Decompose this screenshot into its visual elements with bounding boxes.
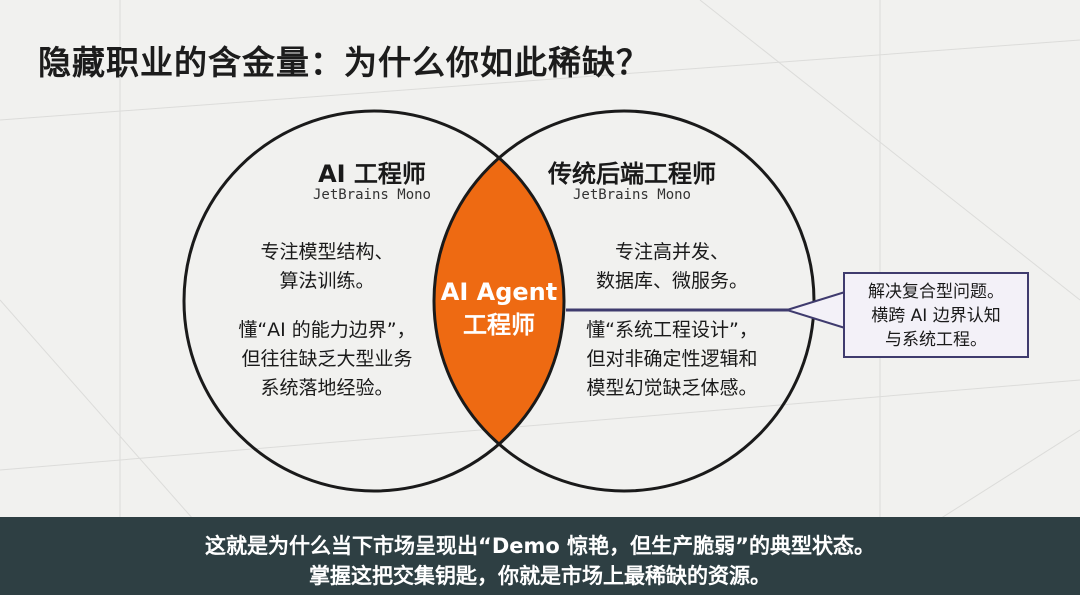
right-para1-line: 数据库、微服务。: [595, 270, 748, 292]
left-para2-line: 懂“AI 的能力边界”，: [238, 319, 416, 341]
callout-line: 解决复合型问题。: [868, 282, 1004, 302]
intersection-label-line2: 工程师: [463, 311, 535, 339]
left-para2-line: 系统落地经验。: [260, 377, 394, 399]
left-circle: [182, 109, 566, 493]
left-para2-line: 但往往缺乏大型业务: [241, 348, 413, 370]
left-circle-font-note: JetBrains Mono: [312, 187, 431, 203]
right-circle-para1: 专注高并发、 数据库、微服务。: [567, 238, 777, 296]
left-circle-para1: 专注模型结构、 算法训练。: [222, 238, 432, 296]
right-para2-line: 懂“系统工程设计”，: [586, 319, 758, 341]
left-para1-line: 算法训练。: [279, 270, 375, 292]
subtitle-bar: 这就是为什么当下市场呈现出“Demo 惊艳，但生产脆弱”的典型状态。 掌握这把交…: [0, 517, 1080, 595]
callout-pointer: [783, 290, 846, 330]
right-para2-line: 但对非确定性逻辑和: [586, 348, 758, 370]
right-para2-line: 模型幻觉缺乏体感。: [586, 377, 758, 399]
callout-line: 与系统工程。: [885, 330, 987, 350]
right-circle-para2: 懂“系统工程设计”， 但对非确定性逻辑和 模型幻觉缺乏体感。: [567, 316, 777, 403]
page-title: 隐藏职业的含金量：为什么你如此稀缺？: [38, 43, 650, 82]
right-para1-line: 专注高并发、: [614, 241, 729, 263]
right-circle-heading: 传统后端工程师: [548, 160, 716, 188]
subtitle-line-1: 这就是为什么当下市场呈现出“Demo 惊艳，但生产脆弱”的典型状态。: [205, 534, 875, 558]
callout-line: 横跨 AI 边界认知: [871, 306, 1001, 326]
subtitle-line-2: 掌握这把交集钥匙，你就是市场上最稀缺的资源。: [309, 564, 771, 588]
left-para1-line: 专注模型结构、: [260, 241, 394, 263]
left-circle-heading: AI 工程师: [318, 160, 426, 188]
intersection-label-line1: AI Agent: [440, 278, 558, 306]
right-circle-font-note: JetBrains Mono: [572, 187, 691, 203]
callout-box: 解决复合型问题。 横跨 AI 边界认知 与系统工程。: [843, 272, 1029, 358]
intersection-label: AI Agent 工程师: [432, 276, 566, 342]
left-circle-para2: 懂“AI 的能力边界”， 但往往缺乏大型业务 系统落地经验。: [222, 316, 432, 403]
intersection-area: [434, 111, 564, 491]
